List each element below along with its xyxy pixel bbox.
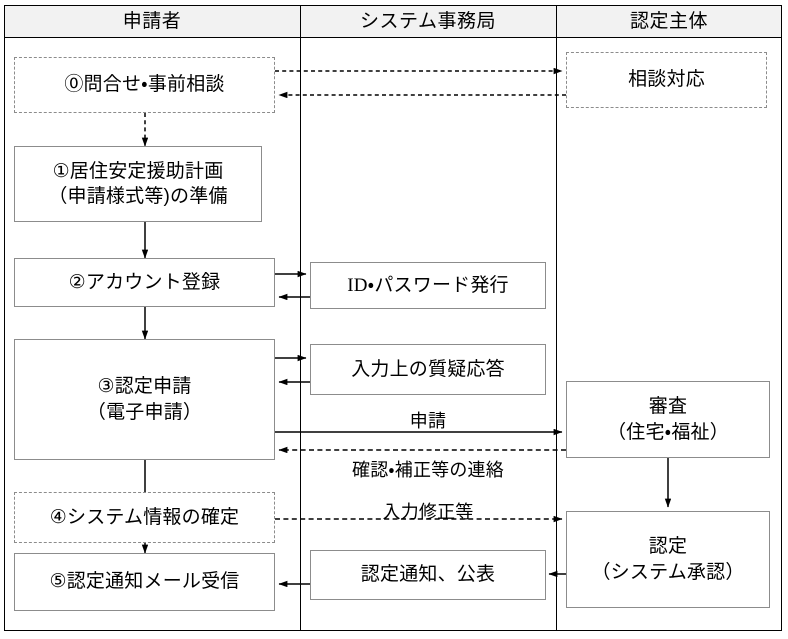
lane-divider-1 <box>300 5 301 631</box>
node-housing-plan[interactable]: ①居住安定援助計画 （申請様式等)の準備 <box>14 146 262 222</box>
edge-label-confirmation-notice: 確認・補正等の連絡 <box>352 460 504 480</box>
edge-label-application: 申請 <box>409 411 447 431</box>
node-certification-mail[interactable]: ⑤認定通知メール受信 <box>14 553 275 611</box>
lane-title-certifier: 認定主体 <box>629 11 708 32</box>
lane-header-band <box>4 5 782 38</box>
diagram-frame <box>4 5 782 631</box>
node-certification-system-approval[interactable]: 認定 （システム承認） <box>566 511 770 608</box>
node-input-qa[interactable]: 入力上の質疑応答 <box>310 344 546 395</box>
node-inquiry[interactable]: ⓪問合せ・事前相談 <box>14 57 275 113</box>
edge-label-input-correction: 入力修正等 <box>382 502 474 522</box>
lane-title-secretariat: システム事務局 <box>360 11 496 32</box>
node-consultation-response[interactable]: 相談対応 <box>566 52 767 108</box>
node-certification-notice-publication[interactable]: 認定通知、公表 <box>310 550 546 600</box>
node-system-info-fixed[interactable]: ④システム情報の確定 <box>14 492 275 543</box>
node-review-housing-welfare[interactable]: 審査 （住宅・福祉） <box>566 381 770 458</box>
lane-title-applicant: 申請者 <box>122 11 182 32</box>
lane-divider-2 <box>556 5 557 631</box>
node-id-password-issue[interactable]: ID・パスワード発行 <box>310 262 546 309</box>
node-account-registration[interactable]: ②アカウント登録 <box>14 258 275 307</box>
node-certification-application[interactable]: ③認定申請 （電子申請） <box>14 339 275 460</box>
